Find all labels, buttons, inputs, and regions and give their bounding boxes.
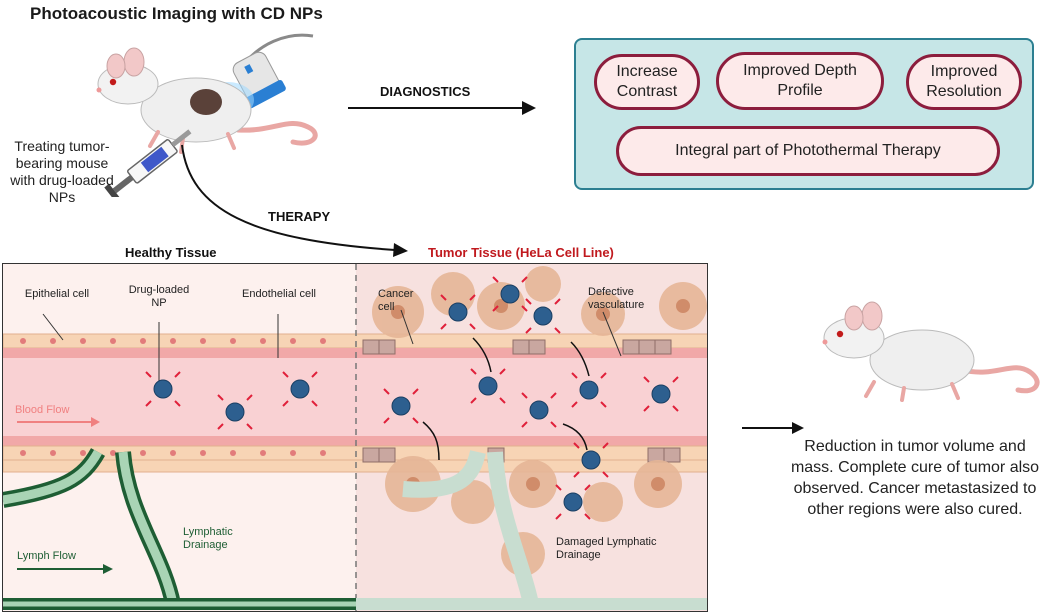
label-damaged-lymphatic-drainage: Damaged Lymphatic Drainage — [556, 536, 657, 561]
pill-increase-contrast: Increase Contrast — [594, 54, 700, 110]
label-blood-flow: Blood Flow — [15, 404, 70, 416]
label-endothelial-cell: Endothelial cell — [242, 288, 316, 300]
label-cancer-cell: Cancer cell — [378, 288, 414, 313]
pill-improved-depth-profile: Improved Depth Profile — [716, 52, 884, 110]
tumor-tissue-heading: Tumor Tissue (HeLa Cell Line) — [428, 245, 614, 260]
mouse-caption: Treating tumor-bearing mouse with drug-l… — [10, 138, 114, 205]
healthy-tissue-heading: Healthy Tissue — [125, 245, 217, 260]
therapy-arrow — [181, 144, 408, 257]
outcome-text: Reduction in tumor volume and mass. Comp… — [790, 438, 1040, 518]
pill-photothermal-therapy: Integral part of Photothermal Therapy — [616, 126, 1000, 176]
syringe-icon — [104, 129, 192, 197]
label-drug-loaded-np: Drug-loaded NP — [128, 284, 190, 309]
nanoparticle-icon — [145, 276, 679, 520]
figure-title: Photoacoustic Imaging with CD NPs — [30, 4, 323, 23]
label-epithelial-cell: Epithelial cell — [24, 288, 90, 300]
therapy-label: THERAPY — [268, 209, 331, 224]
diagnostics-benefits-box: Increase Contrast Improved Depth Profile… — [574, 38, 1034, 190]
diagnostics-label: DIAGNOSTICS — [380, 84, 471, 99]
outcome-arrow — [742, 422, 804, 434]
tissue-panel: Epithelial cell Drug-loaded NP Endotheli… — [2, 263, 708, 612]
label-lymph-flow: Lymph Flow — [17, 550, 76, 562]
label-defective-vasculature: Defective vasculature — [588, 286, 645, 311]
cured-mouse-illustration — [822, 301, 1040, 402]
diagnostics-arrow — [348, 101, 536, 115]
tissue-illustration — [3, 264, 707, 611]
label-lymphatic-drainage: Lymphatic Drainage — [183, 526, 233, 551]
treated-mouse-illustration — [96, 33, 318, 197]
pill-improved-resolution: Improved Resolution — [906, 54, 1022, 110]
